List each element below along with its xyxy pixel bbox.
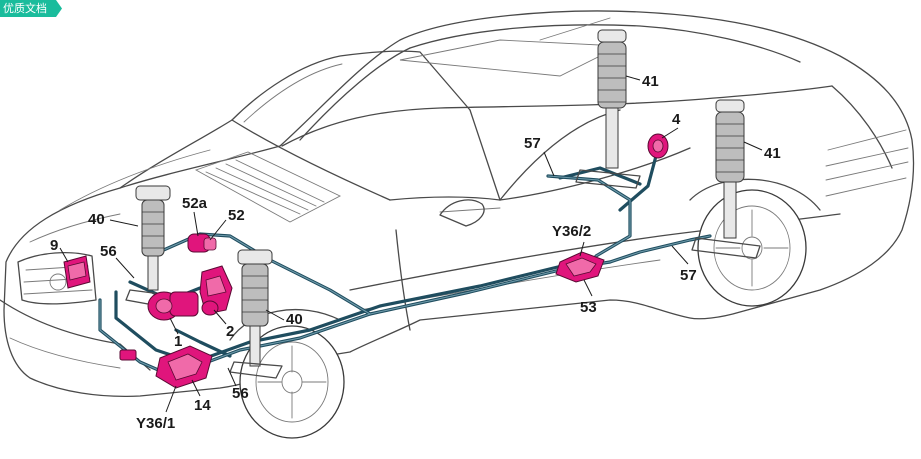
label-1: 1 [174, 333, 182, 350]
label-40-front-right: 40 [286, 311, 303, 328]
valve-block-y36-1 [155, 345, 213, 389]
sensor-14 [119, 349, 137, 361]
leader-lines [59, 75, 763, 413]
label-41-rear-left: 41 [642, 73, 659, 90]
pressure-reservoir-4 [647, 133, 669, 159]
label-y36-1: Y36/1 [136, 415, 175, 432]
label-14: 14 [194, 397, 211, 414]
label-2: 2 [226, 323, 234, 340]
compressor-1 [147, 291, 199, 321]
watermark-badge: 优质文档 [0, 0, 62, 17]
front-left-air-strut [125, 185, 177, 309]
valve-block-y36-2 [555, 251, 605, 283]
label-4: 4 [672, 111, 681, 128]
label-53: 53 [580, 299, 597, 316]
label-40-front-left: 40 [88, 211, 105, 228]
component-labels: 41 4 41 57 Y36/2 57 53 52a 52 40 9 56 2 … [50, 73, 781, 432]
label-41-rear-right: 41 [764, 145, 781, 162]
label-57-upper: 57 [524, 135, 541, 152]
air-lines [98, 154, 712, 378]
label-56-upper: 56 [100, 243, 117, 260]
front-right-air-strut [229, 249, 283, 379]
component-2 [199, 265, 233, 316]
label-y36-2: Y36/2 [552, 223, 591, 240]
rear-left-air-strut [575, 29, 641, 189]
watermark-text: 优质文档 [3, 2, 47, 15]
label-56-lower: 56 [232, 385, 249, 402]
label-57-lower: 57 [680, 267, 697, 284]
car-body-outline [0, 10, 915, 439]
component-52 [203, 237, 217, 251]
watermark-badge-shape [0, 0, 62, 17]
label-9: 9 [50, 237, 58, 254]
rear-right-air-strut [691, 99, 761, 259]
label-52: 52 [228, 207, 245, 224]
control-unit-9 [63, 255, 91, 289]
label-52a: 52a [182, 195, 208, 212]
